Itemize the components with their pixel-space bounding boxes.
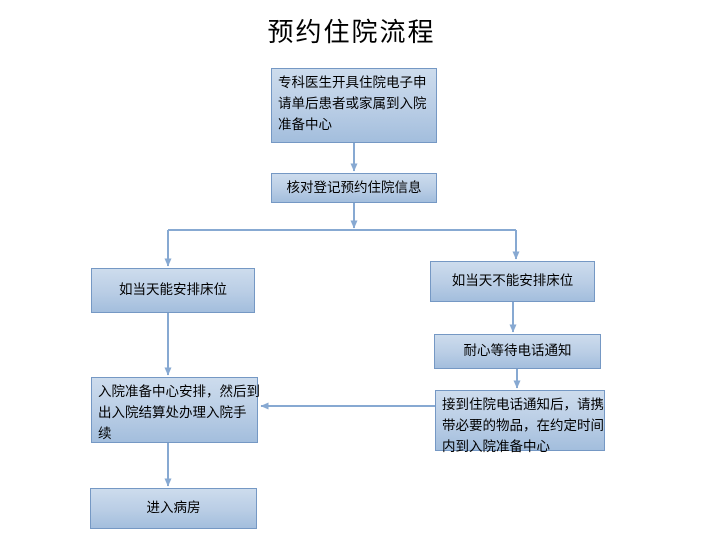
node-bed-unavailable: 如当天不能安排床位 <box>430 261 595 302</box>
node-admission-center: 入院准备中心安排，然后到 出入院结算处办理入院手 续 <box>91 377 260 443</box>
node-bed-available: 如当天能安排床位 <box>91 268 255 313</box>
node-receive-call: 接到住院电话通知后，请携 带必要的物品，在约定时间 内到入院准备中心 <box>435 390 605 455</box>
node-verify: 核对登记预约住院信息 <box>271 173 437 203</box>
node-enter-ward: 进入病房 <box>90 488 257 529</box>
diagram-title: 预约住院流程 <box>267 18 436 48</box>
node-start: 专科医生开具住院电子申 请单后患者或家属到入院 准备中心 <box>271 68 437 143</box>
node-wait-call: 耐心等待电话通知 <box>434 334 601 369</box>
